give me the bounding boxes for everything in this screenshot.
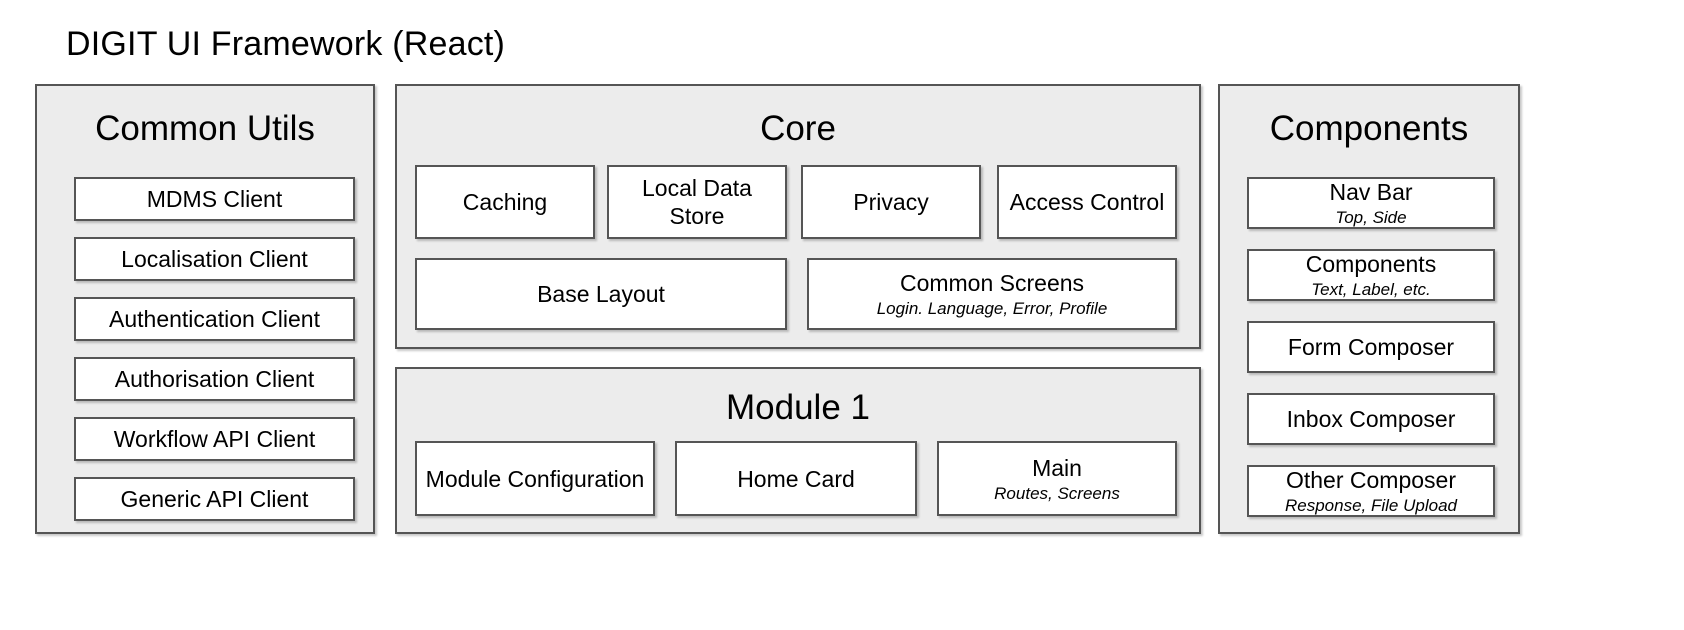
panel-title-module-1: Module 1 (726, 388, 870, 427)
box-sublabel: Routes, Screens (994, 483, 1120, 503)
box-label: Access Control (1009, 189, 1165, 215)
box-label: Base Layout (537, 281, 665, 307)
panel-title-core: Core (760, 109, 836, 148)
box-label: Authentication Client (109, 306, 320, 332)
box-nav-bar[interactable]: Nav Bar Top, Side (1247, 177, 1495, 229)
box-label: Caching (462, 189, 548, 215)
box-label: MDMS Client (146, 186, 283, 212)
box-label: Authorisation Client (114, 366, 315, 392)
panel-title-components: Components (1269, 109, 1469, 148)
box-label: Components (1305, 251, 1437, 277)
box-caching[interactable]: Caching (415, 165, 595, 239)
box-inbox-composer[interactable]: Inbox Composer (1247, 393, 1495, 445)
panel-title-common-utils: Common Utils (95, 109, 315, 148)
box-label: Privacy (853, 189, 929, 215)
box-label: Generic API Client (120, 486, 309, 512)
box-workflow-api-client[interactable]: Workflow API Client (74, 417, 355, 461)
box-label: Common Screens (899, 270, 1085, 296)
box-label: Form Composer (1287, 334, 1455, 360)
box-base-layout[interactable]: Base Layout (415, 258, 787, 330)
box-home-card[interactable]: Home Card (675, 441, 917, 516)
box-localisation-client[interactable]: Localisation Client (74, 237, 355, 281)
box-label: Inbox Composer (1286, 406, 1456, 432)
box-mdms-client[interactable]: MDMS Client (74, 177, 355, 221)
panel-common-utils: Common Utils MDMS Client Localisation Cl… (35, 84, 375, 534)
box-main[interactable]: Main Routes, Screens (937, 441, 1177, 516)
box-privacy[interactable]: Privacy (801, 165, 981, 239)
panel-components: Components Nav Bar Top, Side Components … (1218, 84, 1520, 534)
box-form-composer[interactable]: Form Composer (1247, 321, 1495, 373)
box-access-control[interactable]: Access Control (997, 165, 1177, 239)
box-label: Local Data Store (642, 175, 752, 229)
box-label: Localisation Client (121, 246, 308, 272)
box-label: Main (1032, 454, 1082, 481)
box-module-configuration[interactable]: Module Configuration (415, 441, 655, 516)
box-local-data-store[interactable]: Local Data Store (607, 165, 787, 239)
box-authorisation-client[interactable]: Authorisation Client (74, 357, 355, 401)
box-label: Nav Bar (1329, 179, 1413, 205)
box-sublabel: Top, Side (1335, 208, 1407, 227)
panel-core: Core Caching Local Data Store Privacy Ac… (395, 84, 1201, 349)
box-label: Other Composer (1285, 467, 1456, 493)
box-sublabel: Login. Language, Error, Profile (876, 299, 1108, 318)
box-authentication-client[interactable]: Authentication Client (74, 297, 355, 341)
box-components[interactable]: Components Text, Label, etc. (1247, 249, 1495, 301)
box-label: Module Configuration (425, 465, 645, 492)
box-label: Home Card (737, 465, 855, 492)
box-sublabel: Response, File Upload (1285, 496, 1457, 515)
box-generic-api-client[interactable]: Generic API Client (74, 477, 355, 521)
panel-module-1: Module 1 Module Configuration Home Card … (395, 367, 1201, 534)
page-title: DIGIT UI Framework (React) (66, 25, 506, 63)
box-other-composer[interactable]: Other Composer Response, File Upload (1247, 465, 1495, 517)
box-label: Workflow API Client (113, 426, 316, 452)
box-sublabel: Text, Label, etc. (1311, 280, 1431, 299)
box-common-screens[interactable]: Common Screens Login. Language, Error, P… (807, 258, 1177, 330)
